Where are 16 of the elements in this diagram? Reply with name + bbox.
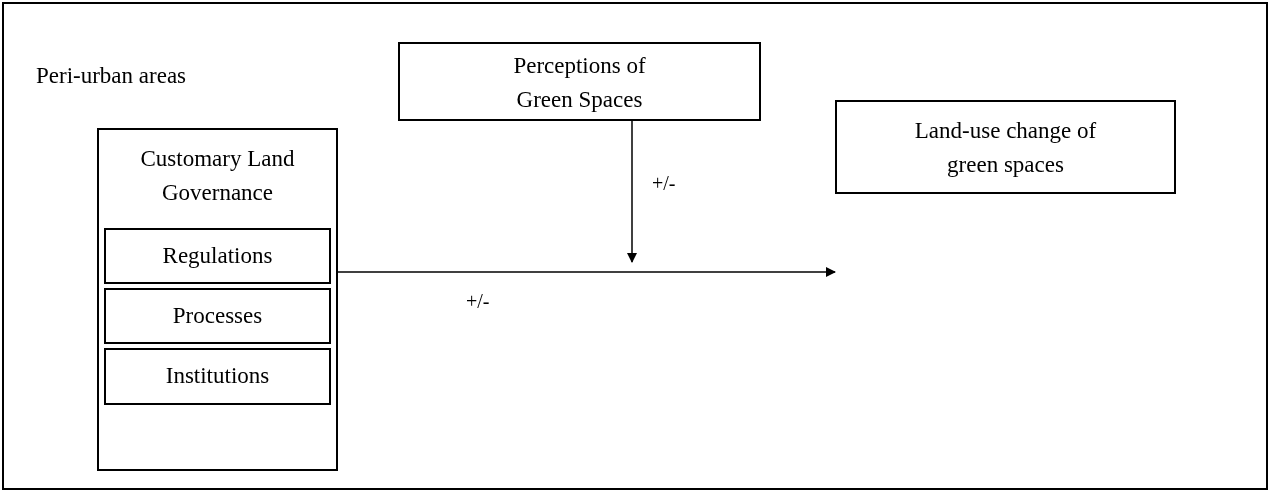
process-box <box>104 228 331 284</box>
group-title: Customary Land Governance <box>139 145 296 207</box>
group-box <box>97 128 338 471</box>
box-label: Institutions <box>164 362 271 390</box>
arrow <box>627 120 637 263</box>
process-box <box>104 288 331 344</box>
box-label: Regulations <box>161 242 274 270</box>
region-title: Peri-urban areas <box>36 62 188 90</box>
process-box <box>104 348 331 405</box>
box-label: Perceptions of Green Spaces <box>512 52 647 114</box>
arrow <box>337 267 836 277</box>
box-label: Land-use change of green spaces <box>913 117 1098 179</box>
box-label: Processes <box>171 302 264 330</box>
process-box <box>835 100 1176 194</box>
region-frame <box>2 2 1268 490</box>
process-box <box>398 42 761 121</box>
